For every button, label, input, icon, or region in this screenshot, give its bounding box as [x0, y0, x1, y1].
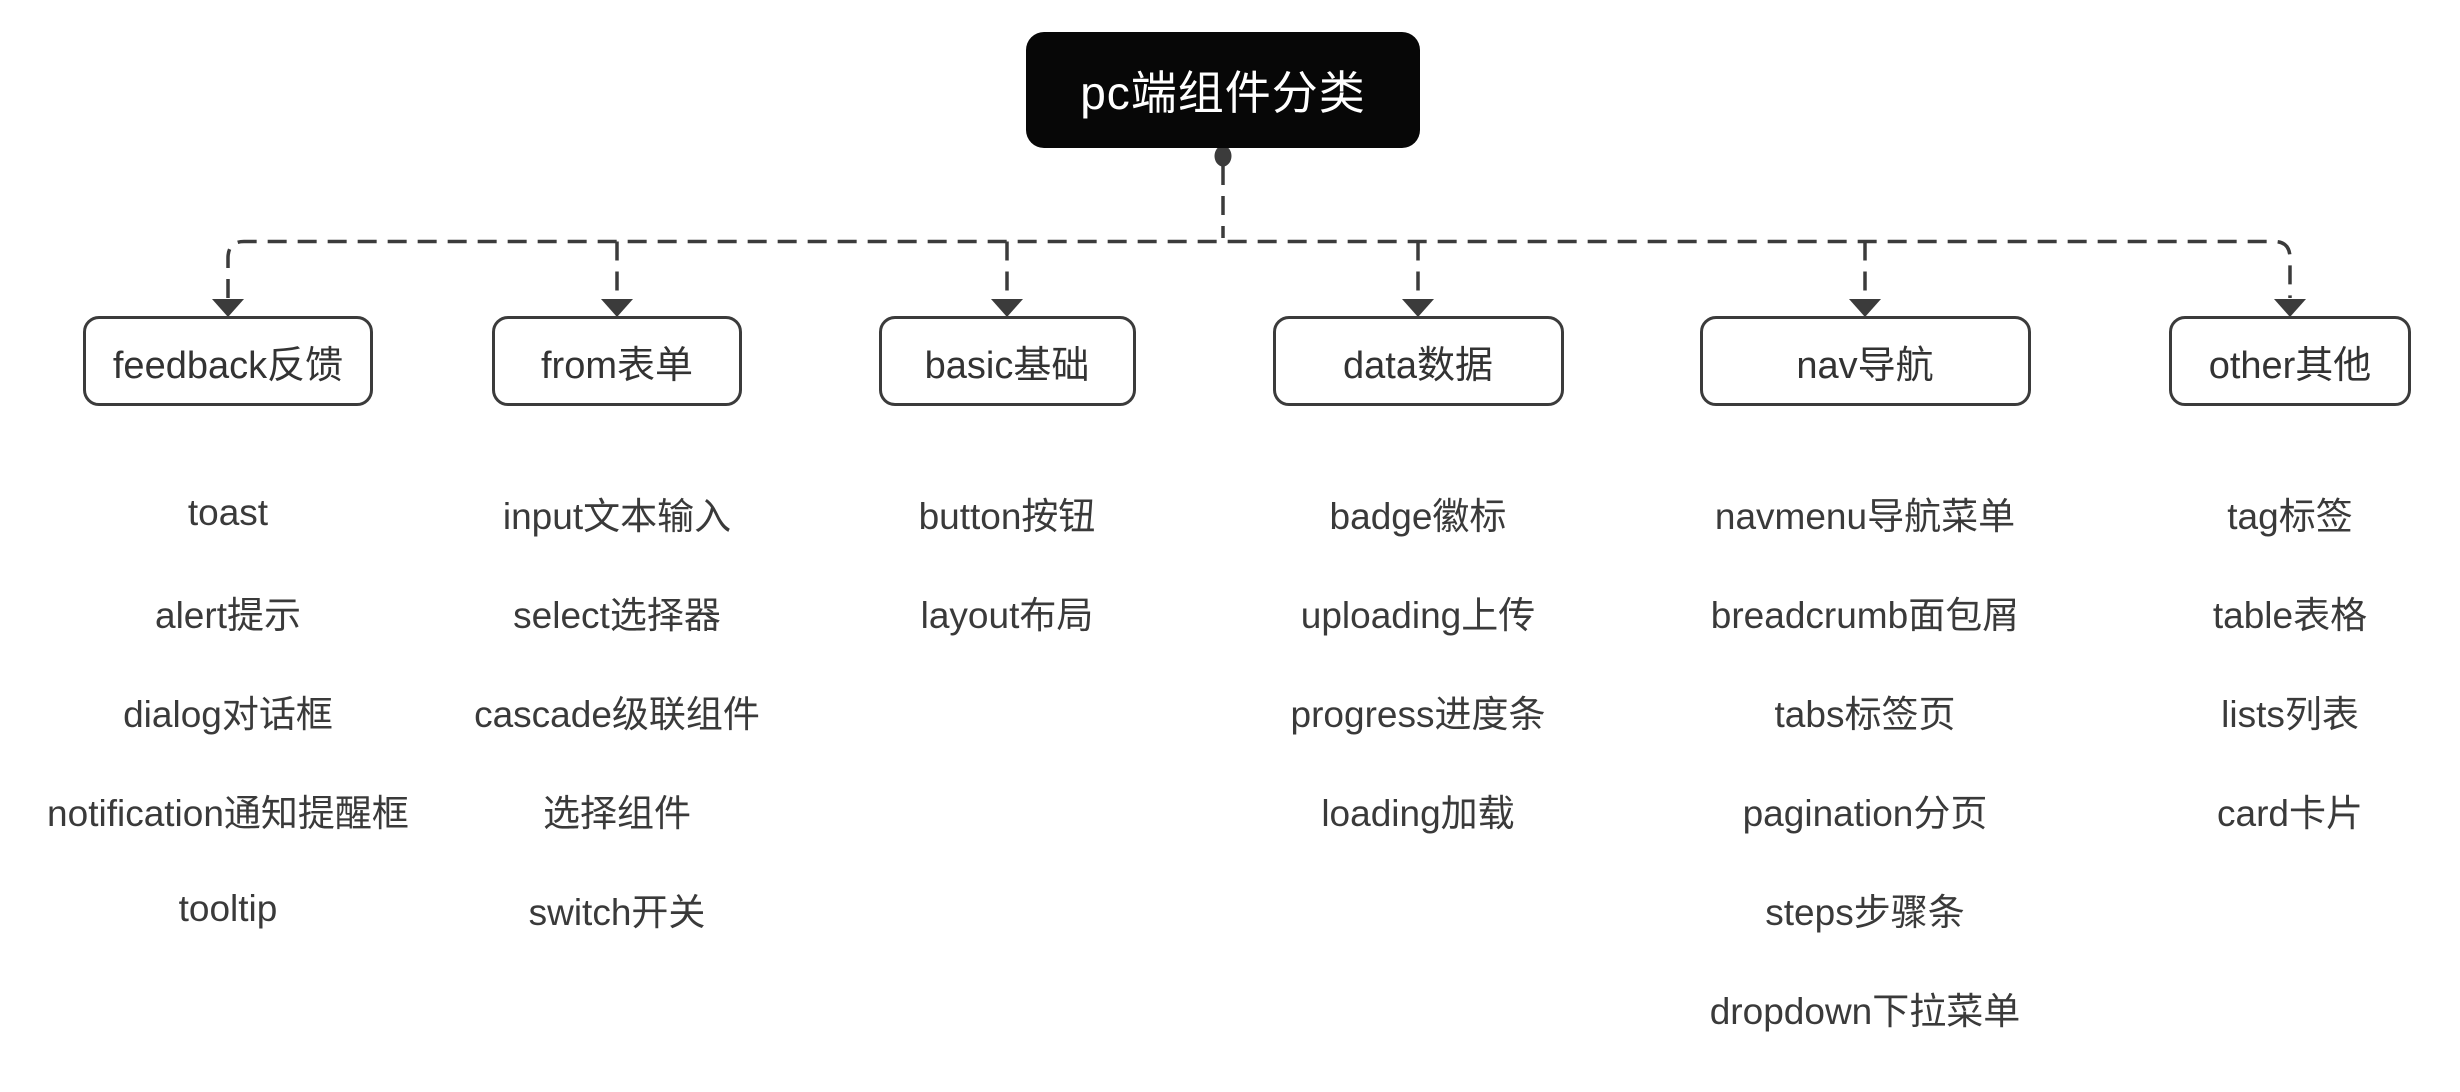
item-node-lists[interactable]: lists列表 [2221, 693, 2359, 735]
arrowhead-icon [601, 299, 633, 317]
item-node-layout[interactable]: layout布局 [920, 594, 1094, 636]
item-node-button[interactable]: button按钮 [918, 495, 1096, 537]
arrowhead-icon [1402, 299, 1434, 317]
branch-nav: nav导航 navmenu导航菜单 breadcrumb面包屑 tabs标签页 … [1565, 316, 2165, 1057]
item-node-loading[interactable]: loading加载 [1321, 792, 1515, 834]
item-node-tag[interactable]: tag标签 [2227, 495, 2353, 537]
item-node-dialog[interactable]: dialog对话框 [123, 693, 333, 735]
item-node-card[interactable]: card卡片 [2217, 792, 2363, 834]
item-node-uploading[interactable]: uploading上传 [1300, 594, 1536, 636]
item-node-notification[interactable]: notification通知提醒框 [47, 792, 409, 834]
item-list-basic: button按钮 layout布局 [919, 463, 1096, 661]
item-list-form: input文本输入 select选择器 cascade级联组件 选择组件 swi… [474, 463, 760, 958]
item-node-progress[interactable]: progress进度条 [1290, 693, 1546, 735]
root-anchor-dot [1214, 145, 1232, 167]
item-node-pagination[interactable]: pagination分页 [1742, 792, 1988, 834]
trunk-line [226, 239, 2292, 298]
category-node-basic[interactable]: basic基础 [878, 316, 1136, 406]
branch-form: from表单 input文本输入 select选择器 cascade级联组件 选… [317, 316, 917, 958]
item-node-tabs[interactable]: tabs标签页 [1774, 693, 1956, 735]
item-node-breadcrumb[interactable]: breadcrumb面包屑 [1710, 594, 2020, 636]
arrowhead-icon [991, 299, 1023, 317]
item-node-input[interactable]: input文本输入 [502, 495, 732, 537]
item-list-other: tag标签 table表格 lists列表 card卡片 [2213, 463, 2367, 859]
item-node-alert[interactable]: alert提示 [155, 594, 301, 636]
root-node[interactable]: pc端组件分类 [1026, 32, 1420, 148]
branch-feedback: feedback反馈 toast alert提示 dialog对话框 notif… [0, 316, 528, 958]
item-node-table[interactable]: table表格 [2212, 594, 2368, 636]
item-list-feedback: toast alert提示 dialog对话框 notification通知提醒… [47, 463, 409, 958]
item-node-steps[interactable]: steps步骤条 [1765, 891, 1965, 933]
item-node-badge[interactable]: badge徽标 [1329, 495, 1507, 537]
arrowhead-icon [2274, 299, 2306, 317]
arrowhead-icon [1849, 299, 1881, 317]
item-list-nav: navmenu导航菜单 breadcrumb面包屑 tabs标签页 pagina… [1710, 463, 2021, 1057]
item-node-navmenu[interactable]: navmenu导航菜单 [1714, 495, 2016, 537]
item-node-dropdown[interactable]: dropdown下拉菜单 [1709, 990, 2021, 1032]
item-node-tooltip[interactable]: tooltip [178, 887, 278, 929]
category-node-form[interactable]: from表单 [492, 316, 742, 406]
category-node-nav[interactable]: nav导航 [1699, 316, 2031, 406]
item-node-select[interactable]: select选择器 [513, 594, 721, 636]
item-node-picker[interactable]: 选择组件 [543, 792, 691, 834]
branch-basic: basic基础 button按钮 layout布局 [707, 316, 1307, 661]
category-node-other[interactable]: other其他 [2169, 316, 2411, 406]
branch-other: other其他 tag标签 table表格 lists列表 card卡片 [1990, 316, 2460, 859]
item-node-toast[interactable]: toast [187, 491, 269, 533]
branch-data: data数据 badge徽标 uploading上传 progress进度条 l… [1118, 316, 1718, 859]
item-node-switch[interactable]: switch开关 [528, 891, 706, 933]
category-node-feedback[interactable]: feedback反馈 [83, 316, 373, 406]
item-node-cascade[interactable]: cascade级联组件 [474, 693, 760, 735]
item-list-data: badge徽标 uploading上传 progress进度条 loading加… [1291, 463, 1546, 859]
arrowhead-icon [212, 299, 244, 317]
category-node-data[interactable]: data数据 [1272, 316, 1564, 406]
